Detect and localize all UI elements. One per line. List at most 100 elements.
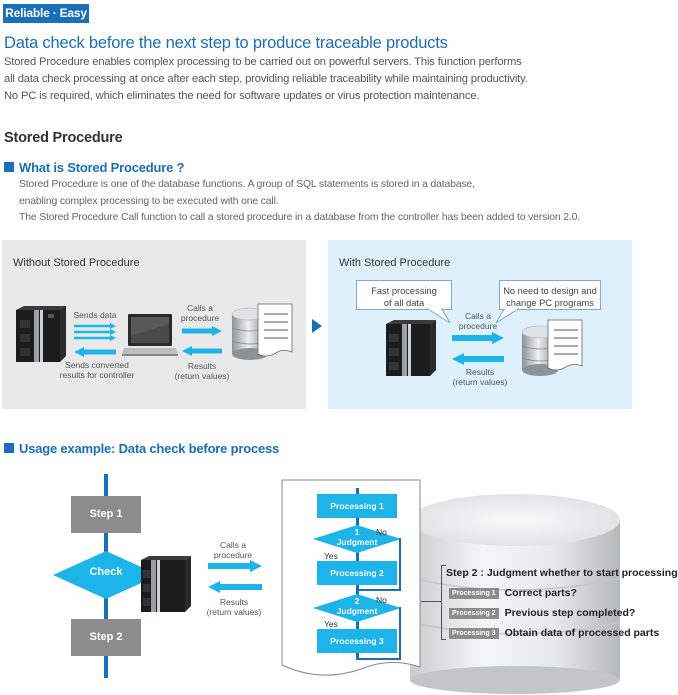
calls-line-2: procedure: [180, 313, 220, 323]
judgment-2-yes-label: Yes: [324, 619, 338, 629]
calls-procedure-label: Calls a procedure: [178, 303, 222, 323]
judgment-2-text: Judgment: [336, 606, 378, 616]
judgment-1-diamond: [313, 525, 401, 553]
check-label: Check: [89, 566, 123, 578]
square-bullet-icon: [4, 162, 14, 172]
judgment-2-label: 2 Judgment: [313, 596, 401, 616]
database-icon: [231, 303, 293, 360]
calls-procedure-arrow-icon: [208, 560, 262, 572]
usage-heading-text: Usage example: Data check before process: [19, 441, 280, 456]
judgment-2-number: 2: [354, 596, 360, 606]
sends-data-label: Sends data: [73, 310, 117, 320]
usage-heading: Usage example: Data check before process: [4, 441, 279, 456]
judgment-1-yes-label: Yes: [324, 551, 338, 561]
page-headline: Data check before the next step to produ…: [4, 34, 448, 52]
results-arrow-icon: [208, 581, 262, 593]
what-is-heading-text: What is Stored Procedure ?: [19, 160, 185, 175]
intro-line-2: all data check processing at once after …: [4, 73, 528, 85]
fast-processing-callout: Fast processing of all data: [356, 280, 452, 310]
judgment-1-no-label: No: [376, 527, 387, 537]
processing-3-box: Processing 3: [317, 629, 397, 653]
what-is-heading: What is Stored Procedure ?: [4, 160, 184, 175]
results-line-1: Results: [187, 361, 217, 371]
calls-procedure-label: Calls a procedure: [206, 540, 260, 560]
processing-1-box: Processing 1: [317, 494, 397, 518]
check-diamond: [53, 551, 159, 599]
send-data-arrows-icon: [74, 323, 116, 341]
results-line-1: Results: [219, 597, 249, 607]
judgment-1-number: 1: [354, 527, 360, 537]
results-line-2: (return values): [452, 377, 508, 387]
results-line-1: Results: [465, 367, 495, 377]
no-loop-2-return: [358, 658, 401, 660]
controller-icon: [16, 306, 66, 362]
check-item-text: Previous step completed?: [504, 607, 636, 619]
results-line-2: (return values): [206, 607, 262, 617]
category-badge: Reliable · Easy: [3, 4, 89, 23]
judgment-2-diamond: [313, 594, 401, 622]
results-label: Results (return values): [205, 597, 263, 617]
intro-line-1: Stored Procedure enables complex process…: [4, 56, 522, 68]
calls-line-1: Calls a: [465, 311, 491, 321]
judgment-1-text: Judgment: [336, 537, 378, 547]
check-item-2: Processing 2 Previous step completed?: [449, 603, 659, 623]
sends-converted-line-1: Sends converted: [65, 360, 129, 370]
no-pc-programs-callout: No need to design and change PC programs: [499, 280, 601, 310]
sends-converted-line-2: results for controller: [59, 370, 135, 380]
with-panel-title: With Stored Procedure: [339, 257, 451, 269]
intro-line-3: No PC is required, which eliminates the …: [4, 90, 480, 102]
calls-line-1: Calls a: [187, 303, 213, 313]
check-item-1: Processing 1 Correct parts?: [449, 583, 659, 603]
check-item-tag: Processing 1: [449, 588, 499, 599]
calls-line-2: procedure: [458, 321, 498, 331]
judgment-1-label: 1 Judgment: [313, 527, 401, 547]
controller-icon: [141, 556, 191, 612]
callout-left-tail-icon: [426, 308, 451, 324]
calls-procedure-arrow-icon: [182, 326, 222, 336]
bracket: [441, 565, 446, 640]
judgment-title: Step 2 : Judgment whether to start proce…: [446, 567, 678, 579]
callout-left-line-2: of all data: [383, 298, 425, 308]
sends-converted-label: Sends converted results for controller: [57, 360, 137, 380]
with-stored-procedure-panel: With Stored Procedure Fast processing of…: [328, 240, 632, 409]
calls-line-1: Calls a: [220, 540, 246, 550]
what-is-line-2: enabling complex processing to be execut…: [19, 196, 279, 207]
check-item-text: Obtain data of processed parts: [504, 627, 660, 639]
without-panel-title: Without Stored Procedure: [13, 257, 140, 269]
check-item-3: Processing 3 Obtain data of processed par…: [449, 623, 659, 643]
results-arrow-icon: [452, 353, 504, 365]
send-converted-arrow-icon: [74, 347, 116, 357]
callout-right-line-2: change PC programs: [506, 298, 594, 308]
check-item-tag: Processing 2: [449, 608, 499, 619]
square-bullet-icon: [4, 443, 14, 453]
calls-procedure-label: Calls a procedure: [456, 311, 500, 331]
connector-line: [421, 601, 441, 602]
controller-icon: [386, 320, 436, 376]
laptop-icon: [122, 314, 178, 356]
judgment-2-no-label: No: [376, 595, 387, 605]
section-title: Stored Procedure: [4, 130, 123, 146]
what-is-line-1: Stored Procedure is one of the database …: [19, 179, 475, 190]
check-item-text: Correct parts?: [504, 587, 577, 599]
results-arrow-icon: [182, 346, 222, 356]
calls-line-2: procedure: [213, 550, 253, 560]
large-database-icon: [409, 494, 621, 694]
no-loop-1-return: [358, 589, 401, 591]
results-label: Results (return values): [452, 367, 508, 387]
database-icon: [521, 319, 583, 376]
without-stored-procedure-panel: Without Stored Procedure Sends data Send…: [2, 240, 306, 409]
calls-procedure-arrow-icon: [452, 332, 504, 344]
what-is-line-3: The Stored Procedure Call function to ca…: [19, 212, 581, 223]
transition-arrow-icon: [312, 319, 322, 333]
callout-right-tail-icon: [495, 308, 520, 324]
results-label: Results (return values): [174, 361, 230, 381]
processing-2-box: Processing 2: [317, 561, 397, 585]
check-item-tag: Processing 3: [449, 628, 499, 639]
step-2-box: Step 2: [71, 619, 141, 656]
step-1-box: Step 1: [71, 496, 141, 533]
no-loop-1-line: [399, 538, 401, 590]
callout-right-line-1: No need to design and: [503, 286, 597, 296]
results-line-2: (return values): [174, 371, 230, 381]
callout-left-line-1: Fast processing: [371, 286, 437, 296]
